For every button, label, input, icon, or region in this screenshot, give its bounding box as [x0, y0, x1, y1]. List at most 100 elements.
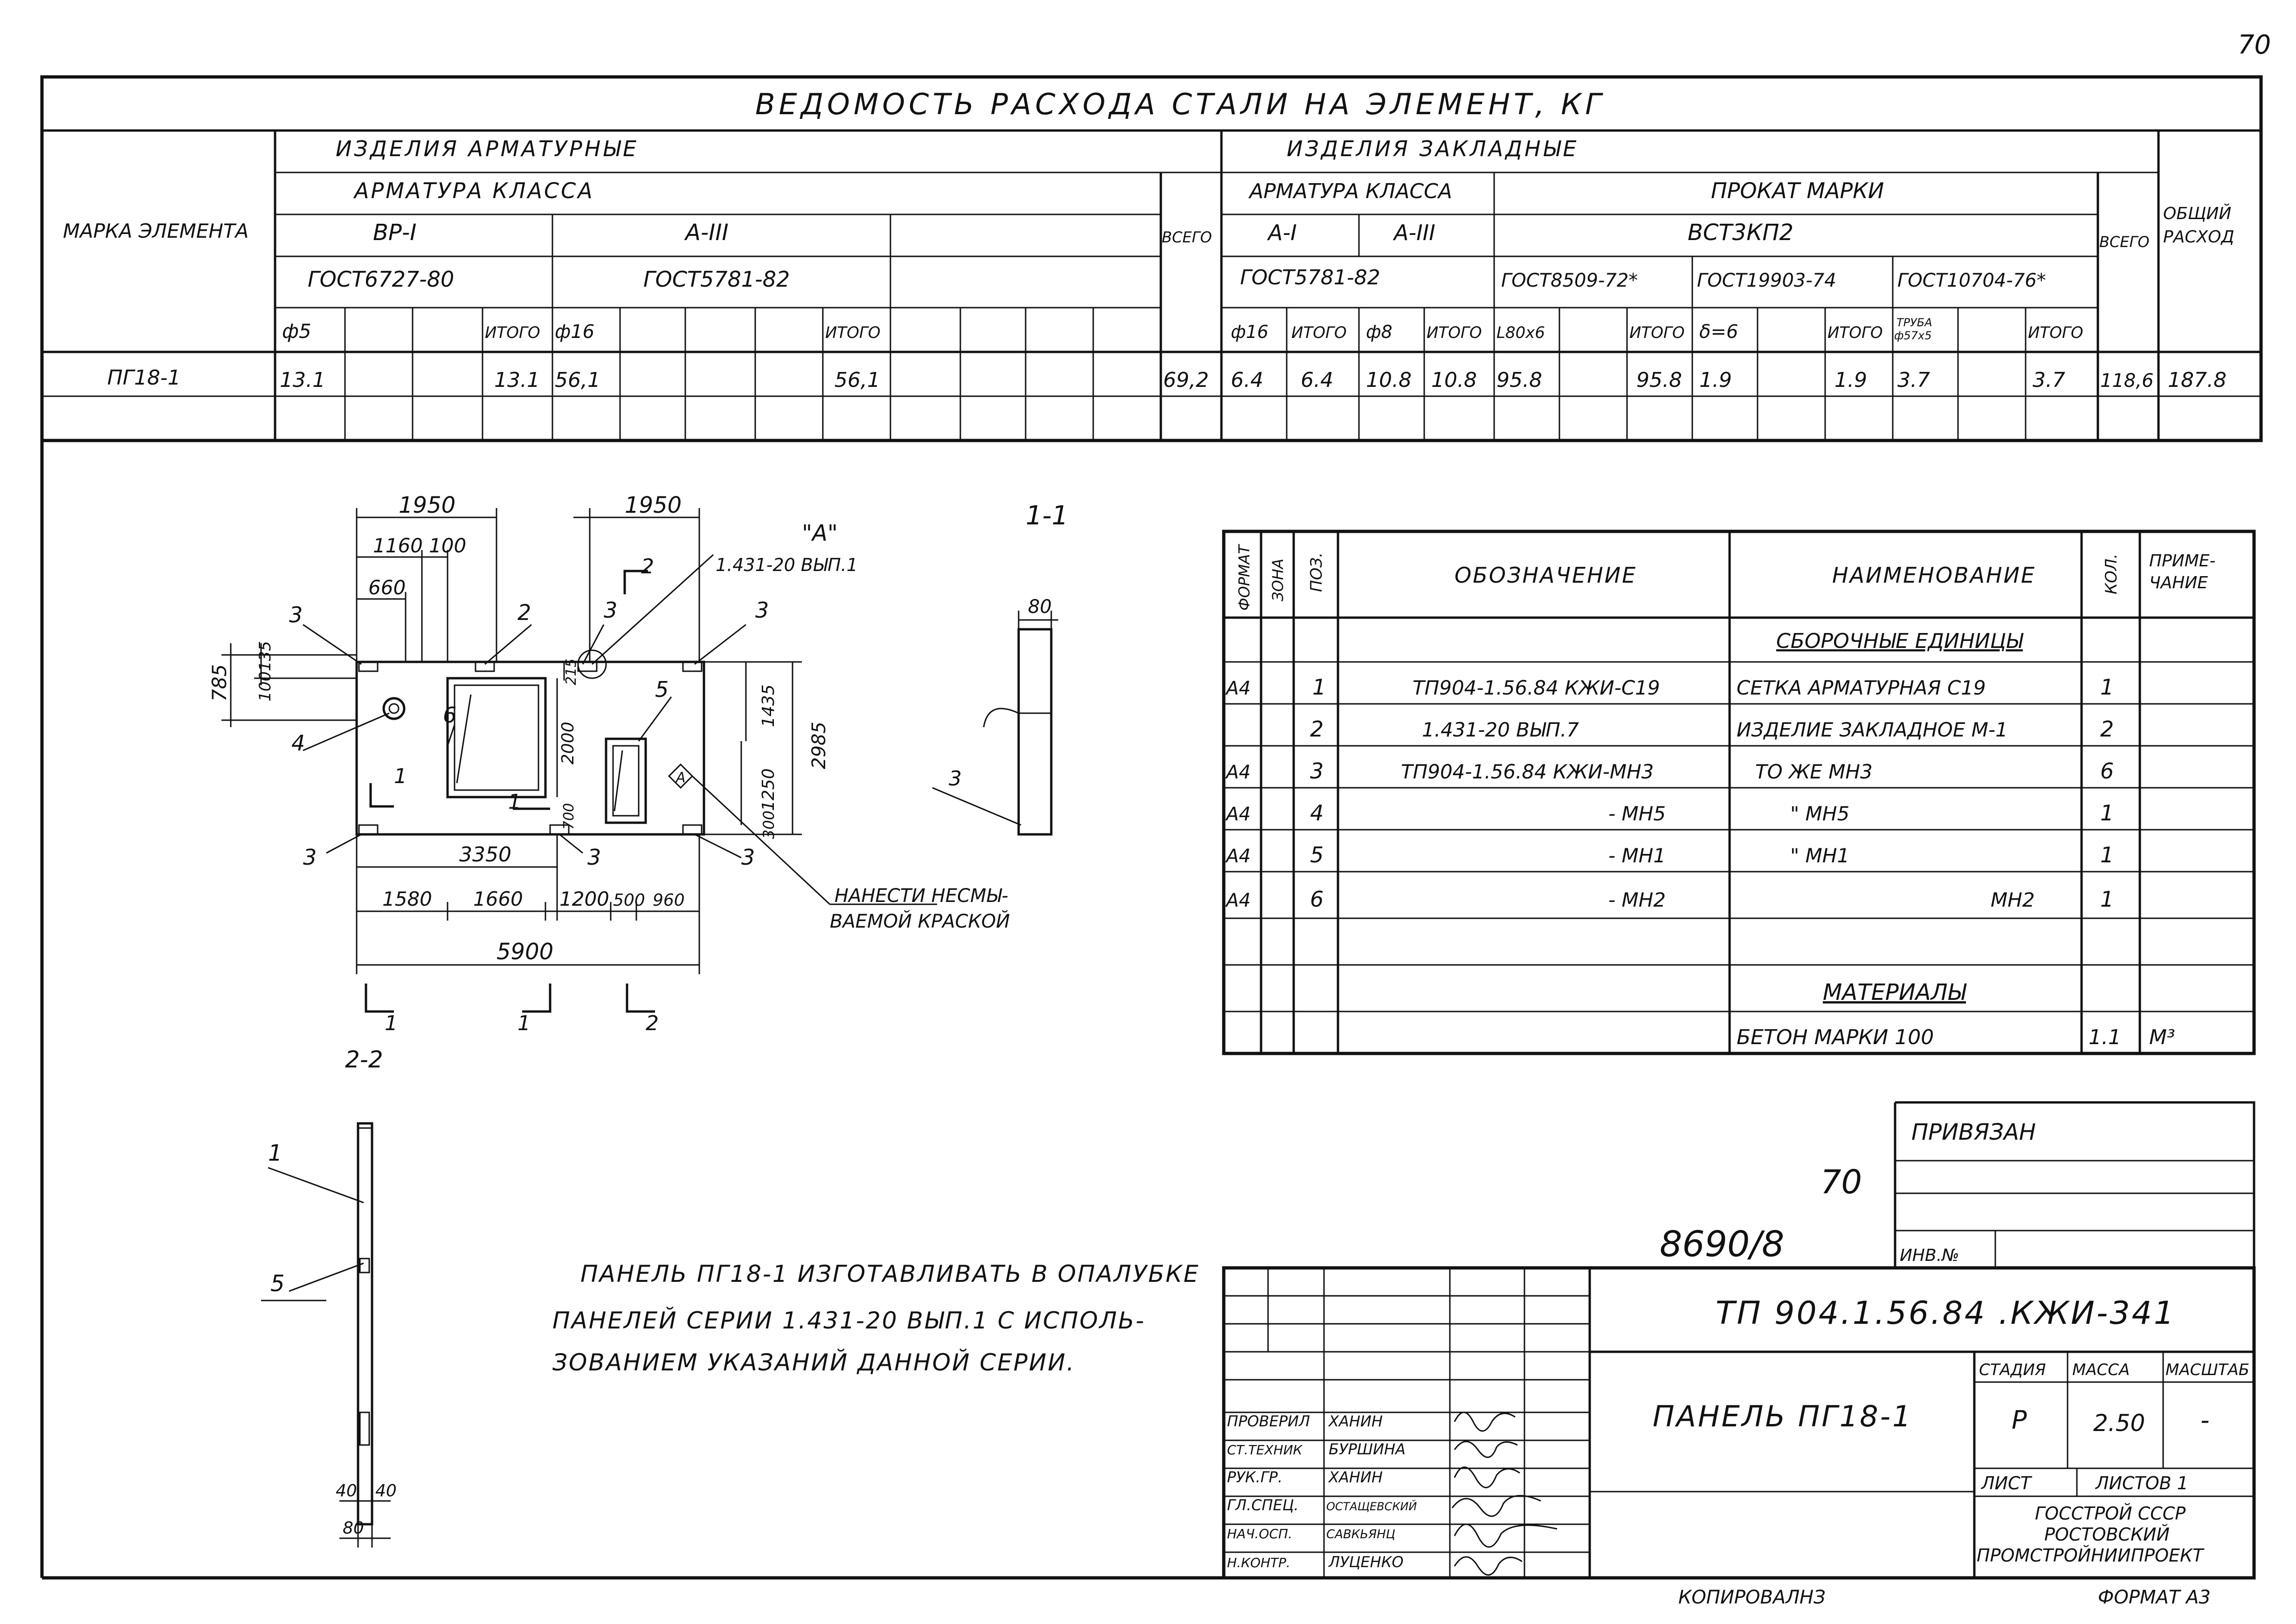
section-1-label: 3	[949, 767, 962, 791]
class-a3b: А-III	[1393, 220, 1435, 245]
sub-d6: δ=6	[1699, 321, 1738, 343]
pos-label-4: 4	[291, 730, 305, 756]
section-1-1: 1-1 80 3	[932, 501, 1068, 836]
steel-table-title: ВЕДОМОСТЬ РАСХОДА СТАЛИ НА ЭЛЕМЕНТ, КГ	[755, 87, 1605, 121]
dim-500: 500	[613, 891, 645, 910]
sub-a3-f8: ф8	[1366, 322, 1393, 342]
staff-role-6: Н.КОНТР.	[1227, 1555, 1290, 1570]
mark-column-header: МАРКА ЭЛЕМЕНТА	[63, 220, 248, 242]
doc-code: ТП 904.1.56.84 .КЖИ-341	[1716, 1295, 2176, 1332]
section-2-label-5: 5	[270, 1271, 285, 1297]
dim-1660: 1660	[473, 888, 523, 910]
class-a1: А-I	[1267, 220, 1297, 245]
sub-a1-f16: ф16	[1231, 322, 1269, 342]
staff-role-4: ГЛ.СПЕЦ.	[1227, 1496, 1299, 1514]
pos-label-3b: 3	[604, 598, 617, 623]
row-a1-itogo: 6.4	[1301, 368, 1333, 392]
embedded-group-header: ИЗДЕЛИЯ ЗАКЛАДНЫЕ	[1287, 136, 1579, 161]
class-vr1: ВР-I	[373, 220, 416, 246]
spec-row-4-pos: 4	[1310, 800, 1324, 826]
dim-top-3: 1160	[373, 534, 423, 557]
total-header-2: ВСЕГО	[2099, 233, 2150, 251]
row-pipe: 3.7	[1897, 368, 1930, 392]
section-2-label-1: 1	[268, 1140, 283, 1166]
dim-1435: 1435	[759, 684, 778, 727]
spec-row-5-format: А4	[1225, 846, 1251, 867]
pos-label-2: 2	[517, 600, 531, 625]
spec-section-materials: МАТЕРИАЛЫ	[1823, 979, 1967, 1005]
spec-row-1-designation: ТП904-1.56.84 КЖИ-С19	[1413, 676, 1660, 699]
section-2-dim-40b: 40	[375, 1481, 397, 1500]
rolled-brand-header: ПРОКАТ МАРКИ	[1711, 178, 1884, 203]
paint-note-1: НАНЕСТИ НЕСМЫ-	[834, 885, 1008, 907]
dim-1200: 1200	[559, 888, 609, 910]
spec-concrete: БЕТОН МАРКИ 100	[1737, 1025, 1934, 1049]
spec-row-3-qty: 6	[2100, 758, 2114, 784]
scale-label: МАСШТАБ	[2165, 1361, 2249, 1379]
mass-value: 2.50	[2093, 1410, 2145, 1437]
brand-vst3kp2: ВСТ3КП2	[1688, 220, 1793, 246]
pos-label-6: 6	[443, 702, 456, 728]
spec-row-5-name: " МН1	[1790, 844, 1849, 867]
dim-3350: 3350	[459, 843, 511, 867]
handwritten-number: 8690/8	[1660, 1223, 1784, 1265]
marker-a: А	[675, 770, 686, 786]
note-line-3: ЗОВАНИЕМ УКАЗАНИЙ ДАННОЙ СЕРИИ.	[552, 1349, 1076, 1376]
spec-row-3-format: А4	[1225, 762, 1251, 783]
row-f16: 56,1	[555, 368, 600, 392]
org-line-3: ПРОМСТРОЙНИИПРОЕКТ	[1977, 1545, 2205, 1566]
spec-h-note-2: ЧАНИЕ	[2149, 573, 2208, 592]
spec-row-4-qty: 1	[2100, 800, 2114, 826]
row-itogo1: 13.1	[494, 368, 540, 392]
row-vsego2: 118,6	[2100, 370, 2154, 392]
dim-215: 215	[563, 659, 579, 685]
sub-pipe-itogo: ИТОГО	[2028, 323, 2083, 342]
dim-1580: 1580	[382, 888, 432, 910]
spec-row-1-format: А4	[1225, 678, 1251, 699]
row-total: 187.8	[2168, 368, 2227, 392]
staff-list: ПРОВЕРИЛ ХАНИН СТ.ТЕХНИК БУРШИНА РУК.ГР.…	[1227, 1412, 1417, 1571]
gost-8509: ГОСТ8509-72*	[1501, 270, 1638, 291]
pos-label-3e: 3	[587, 845, 601, 870]
spec-row-5-qty: 1	[2100, 842, 2114, 867]
spec-row-2-designation: 1.431-20 ВЫП.7	[1422, 718, 1579, 741]
spec-row-6-format: А4	[1225, 890, 1251, 911]
row-a1-f16: 6.4	[1231, 368, 1263, 392]
note-line-1: ПАНЕЛЬ ПГ18-1 ИЗГОТАВЛИВАТЬ В ОПАЛУБКЕ	[580, 1260, 1200, 1287]
spec-row-3-name: ТО ЖЕ МН3	[1755, 760, 1873, 783]
dim-5900: 5900	[496, 939, 553, 965]
spec-concrete-qty: 1.1	[2089, 1025, 2121, 1049]
gost-6727: ГОСТ6727-80	[308, 267, 454, 292]
spec-h-pos: ПОЗ.	[1307, 552, 1326, 592]
cut-2-bottom: 2	[646, 1012, 659, 1035]
spec-h-qty: КОЛ.	[2102, 554, 2121, 594]
spec-row-5-pos: 5	[1310, 842, 1324, 867]
section-1-dim: 80	[1028, 596, 1052, 618]
spec-row-5-designation: - МН1	[1608, 844, 1666, 867]
spec-row-6-name: МН2	[1991, 888, 2035, 911]
spec-row-4-name: " МН5	[1790, 802, 1849, 825]
copied-signature: НЗ	[1800, 1587, 1826, 1608]
signatures	[1451, 1411, 1558, 1576]
sub-pipe: ТРУБА	[1896, 316, 1932, 329]
binding-label: ПРИВЯЗАН	[1911, 1119, 2036, 1145]
overall-header-2: РАСХОД	[2163, 227, 2234, 247]
dim-960: 960	[653, 891, 685, 910]
staff-role-3: РУК.ГР.	[1227, 1468, 1282, 1486]
stage-label: СТАДИЯ	[1979, 1361, 2046, 1379]
pos-label-5: 5	[655, 677, 669, 702]
mass-label: МАССА	[2072, 1361, 2130, 1379]
dim-top-4: 100	[429, 534, 466, 557]
spec-row-1-name: СЕТКА АРМАТУРНАЯ С19	[1737, 676, 1986, 699]
row-d6: 1.9	[1699, 368, 1732, 392]
dim-left-135: 135	[256, 641, 275, 671]
cut-1-left: 1	[394, 764, 407, 788]
staff-role-5: НАЧ.ОСП.	[1227, 1526, 1292, 1541]
pos-label-3c: 3	[755, 598, 769, 623]
callout-a: "А"	[802, 520, 838, 546]
spec-row-1-pos: 1	[1312, 674, 1326, 700]
dim-top-1: 1950	[399, 492, 455, 518]
org-line-1: ГОССТРОЙ СССР	[2035, 1503, 2186, 1524]
binding-block: ПРИВЯЗАН ИНВ.№ 70 8690/8	[1660, 1101, 2255, 1268]
sub-a3-itogo: ИТОГО	[1427, 323, 1482, 342]
